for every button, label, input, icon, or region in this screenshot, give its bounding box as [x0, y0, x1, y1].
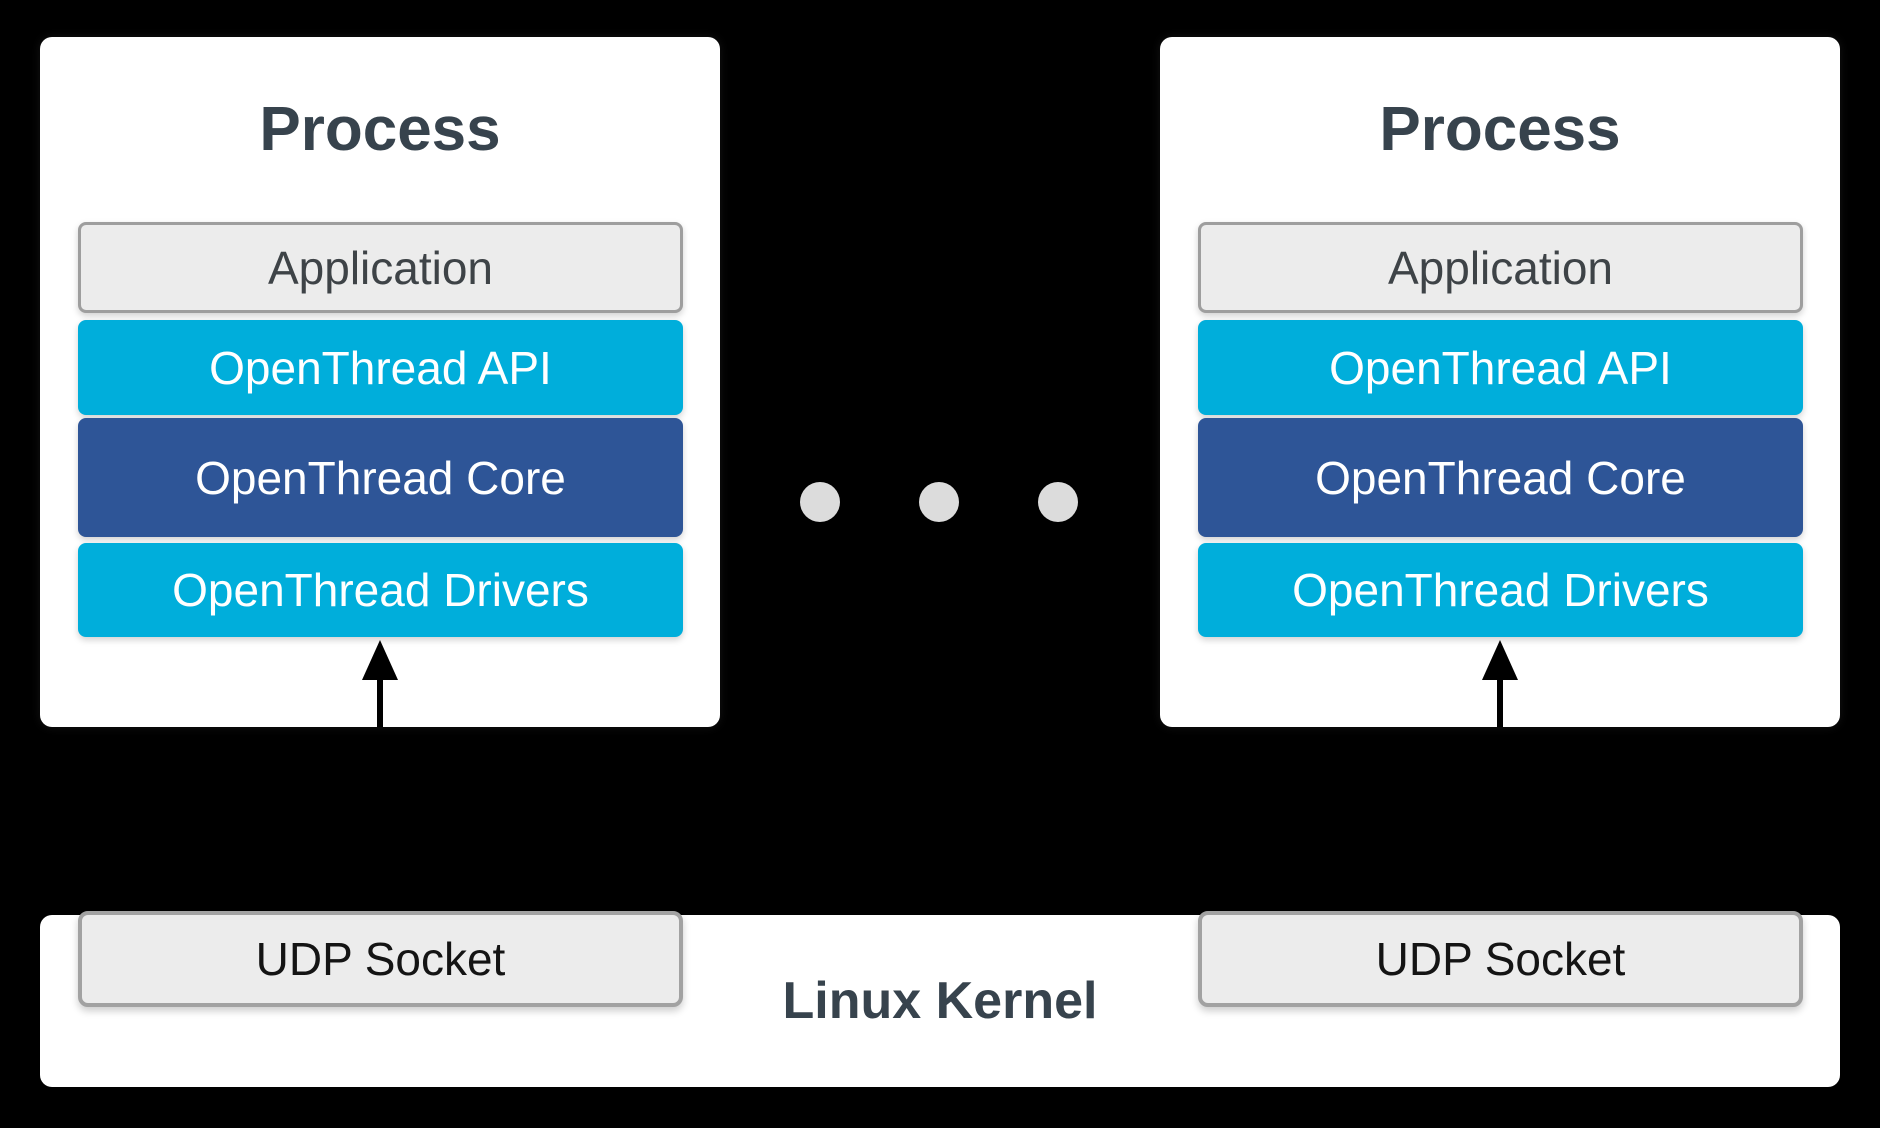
- kernel-label: Linux Kernel: [782, 972, 1098, 1030]
- layer-openthread-drivers: OpenThread Drivers: [78, 543, 683, 637]
- arrow-up-icon: [1482, 640, 1518, 727]
- layer-openthread-core: OpenThread Core: [78, 418, 683, 537]
- layer-openthread-core: OpenThread Core: [1198, 418, 1803, 537]
- arrow-up-icon: [362, 640, 398, 727]
- ellipsis-dot: [1038, 482, 1078, 522]
- arrow-head: [1482, 640, 1518, 680]
- layer-application: Application: [78, 222, 683, 313]
- layer-openthread-api: OpenThread API: [1198, 320, 1803, 415]
- ellipsis-dot: [919, 482, 959, 522]
- udp-socket-left: UDP Socket: [78, 911, 683, 1007]
- ellipsis-dots: [800, 482, 1078, 522]
- process-card-left: Process Application OpenThread API OpenT…: [40, 37, 720, 727]
- arrow-shaft: [1497, 680, 1503, 727]
- ellipsis-dot: [800, 482, 840, 522]
- process-card-right: Process Application OpenThread API OpenT…: [1160, 37, 1840, 727]
- process-title: Process: [1379, 95, 1621, 164]
- layer-application: Application: [1198, 222, 1803, 313]
- arrow-head: [362, 640, 398, 680]
- arrow-shaft: [377, 680, 383, 727]
- udp-socket-right: UDP Socket: [1198, 911, 1803, 1007]
- linux-kernel-bar: Linux Kernel UDP Socket UDP Socket: [40, 911, 1840, 1087]
- layer-openthread-drivers: OpenThread Drivers: [1198, 543, 1803, 637]
- process-title: Process: [259, 95, 501, 164]
- layer-openthread-api: OpenThread API: [78, 320, 683, 415]
